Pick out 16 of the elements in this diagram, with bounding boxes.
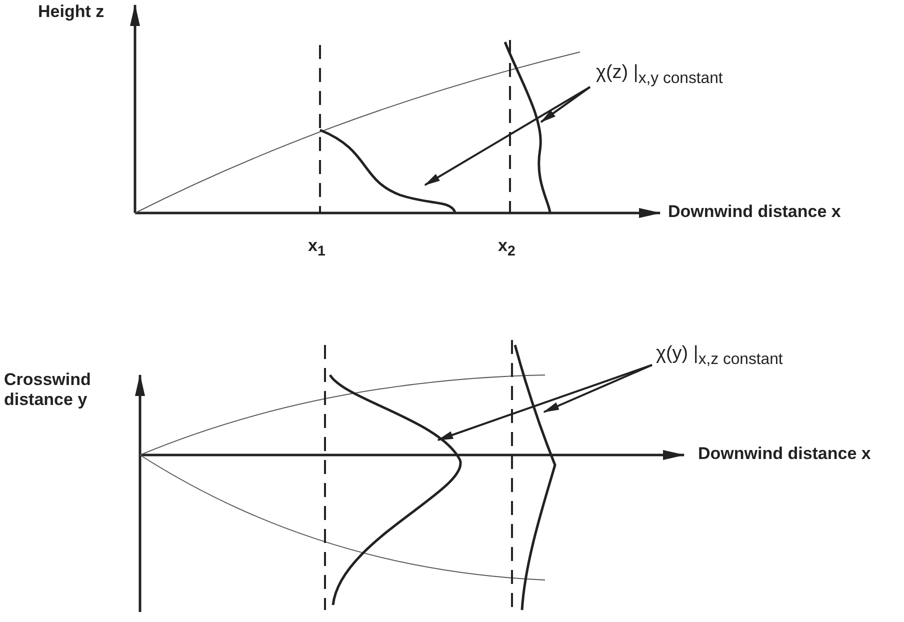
axis-label: Downwind distance x [698, 444, 871, 464]
position-label: x$_{1}$ [308, 236, 326, 260]
leader-line [437, 364, 652, 441]
leader-line [540, 86, 591, 123]
position-label: x$_{2}$ [498, 236, 516, 260]
axis-label: Height z [38, 2, 104, 22]
function-label: χ(y) |$_{x,z constant}$ [656, 343, 783, 369]
concentration-curve [319, 128, 456, 213]
concentration-curve [504, 42, 552, 212]
leader-line [424, 86, 591, 186]
function-label: χ(z) |$_{x,y constant}$ [596, 62, 723, 88]
axis-label: Downwind distance x [668, 202, 841, 222]
leader-line [543, 364, 652, 413]
axis-label: Crosswind distance y [4, 370, 92, 410]
concentration-curve [329, 374, 462, 606]
concentration-curve [514, 344, 556, 610]
